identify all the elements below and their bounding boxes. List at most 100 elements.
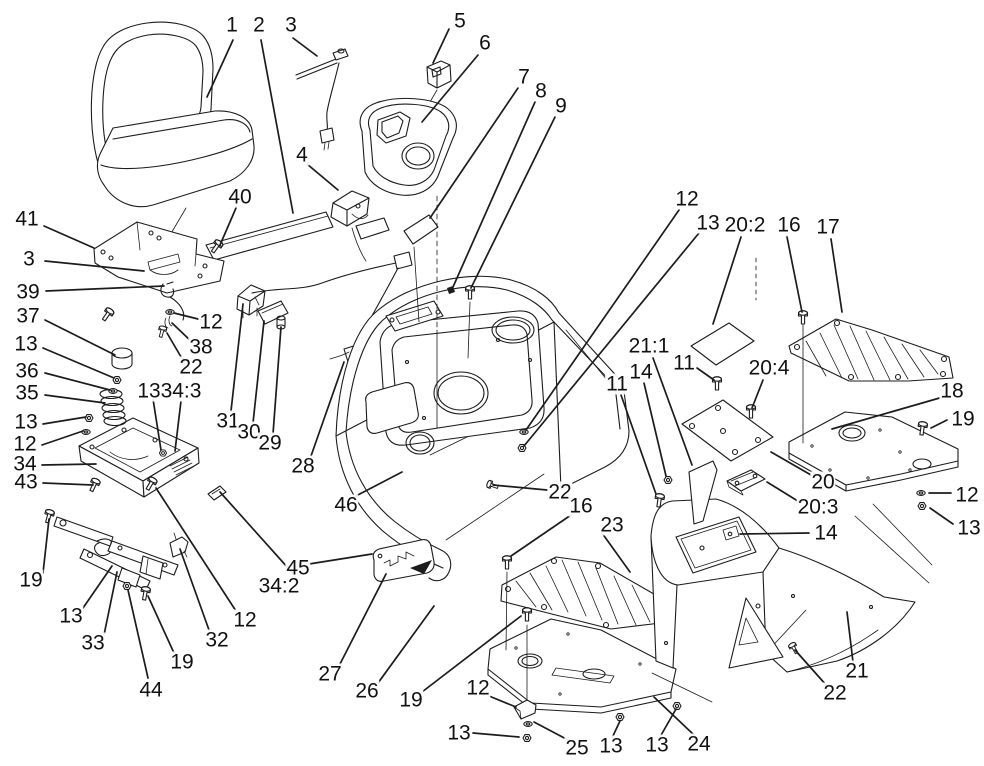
- part-fender-main: [335, 195, 630, 582]
- leader-line-8: [452, 101, 536, 288]
- part-cover-plate: [681, 399, 774, 462]
- leader-line-12: [173, 312, 203, 321]
- leader-line-26: [377, 605, 435, 684]
- part-hinge-plate: [372, 539, 435, 582]
- callout-13: 13: [446, 721, 472, 745]
- leader-line-20-3: [766, 481, 802, 504]
- callout-29: 29: [257, 431, 283, 455]
- leader-line-46: [353, 471, 403, 498]
- part-sticker-pad: [690, 257, 757, 366]
- callout-13: 13: [644, 733, 670, 757]
- callout-31: 31: [215, 409, 241, 433]
- part-clip: [207, 485, 227, 501]
- leader-line-20: [770, 451, 812, 476]
- console-sticker: [403, 214, 439, 245]
- callout-33: 33: [80, 631, 106, 655]
- leader-line-13: [472, 732, 520, 738]
- callout-20-3: 20:3: [796, 495, 840, 519]
- leader-line-16: [510, 514, 572, 557]
- leader-line-41: [43, 225, 95, 249]
- callout-12: 12: [954, 483, 980, 507]
- callout-9: 9: [554, 94, 568, 118]
- callout-18: 18: [939, 379, 965, 403]
- part-floor-plate-right: [788, 324, 959, 492]
- callout-23: 23: [599, 513, 625, 537]
- callout-34: 34: [12, 452, 38, 476]
- callout-13: 13: [13, 332, 39, 356]
- leader-line-34-2: [219, 491, 298, 579]
- leader-line-5: [432, 28, 450, 64]
- callout-20: 20: [810, 470, 836, 494]
- part-angle-bracket: [513, 699, 537, 720]
- callout-34-3: 34:3: [159, 379, 203, 403]
- callout-16: 16: [568, 494, 594, 518]
- leader-line-23: [601, 532, 631, 573]
- leader-line-2: [260, 39, 294, 214]
- leader-line-13: [42, 416, 87, 425]
- callout-30: 30: [236, 420, 262, 444]
- leader-line-12: [525, 209, 680, 431]
- leader-line-19: [42, 518, 50, 574]
- leader-line-18: [831, 396, 944, 430]
- leader-line-13: [152, 398, 162, 451]
- callout-39: 39: [15, 280, 41, 304]
- leader-line-13: [42, 347, 115, 379]
- leader-line-12: [488, 695, 517, 708]
- callout-38: 38: [188, 335, 214, 359]
- callout-41: 41: [14, 207, 40, 231]
- callout-22: 22: [547, 480, 573, 504]
- leader-line-21-1: [652, 357, 693, 466]
- leader-line-1: [206, 39, 234, 98]
- callout-8: 8: [534, 79, 548, 103]
- callout-2: 2: [252, 13, 266, 37]
- leader-line-19: [930, 419, 948, 429]
- part-hinge-cover-panel: [205, 211, 334, 261]
- callout-37: 37: [15, 304, 41, 328]
- callout-36: 36: [14, 359, 40, 383]
- callout-46: 46: [333, 493, 359, 517]
- part-small-bracket: [726, 469, 766, 496]
- callout-16: 16: [776, 213, 802, 237]
- leader-line-39: [45, 285, 165, 292]
- leader-line-31: [230, 303, 244, 412]
- callout-13: 13: [136, 379, 162, 403]
- leader-line-34-3: [174, 400, 182, 452]
- callout-13: 13: [58, 604, 84, 628]
- callout-35: 35: [14, 381, 40, 405]
- leader-line-14: [643, 382, 667, 477]
- callout-13: 13: [956, 516, 982, 540]
- part-side-strip: [688, 460, 718, 525]
- callout-12: 12: [465, 676, 491, 700]
- leader-line-13: [523, 232, 700, 447]
- leader-line-27: [339, 573, 387, 665]
- leader-line-19: [147, 595, 175, 654]
- leader-line-45: [308, 553, 373, 565]
- leader-line-6: [421, 54, 479, 123]
- callout-19: 19: [398, 688, 424, 712]
- callout-14: 14: [813, 521, 839, 545]
- leader-line-13: [82, 565, 113, 609]
- leader-line-19: [421, 615, 522, 693]
- leader-line-20-4: [751, 379, 764, 409]
- part-suspension-plate: [78, 347, 200, 498]
- callout-40: 40: [227, 185, 253, 209]
- part-latch-upper: [330, 190, 390, 262]
- callout-19: 19: [169, 650, 195, 674]
- leader-line-29: [272, 326, 282, 435]
- callout-19: 19: [950, 407, 976, 431]
- callout-1: 1: [225, 13, 239, 37]
- leader-line-9: [470, 116, 556, 289]
- callout-12: 12: [12, 432, 38, 456]
- part-seat: [90, 21, 255, 248]
- leader-line-16: [786, 236, 803, 313]
- callout-22: 22: [822, 681, 848, 705]
- callout-34-2: 34:2: [257, 574, 301, 598]
- part-adjuster-rod: [295, 48, 349, 151]
- leader-line-36: [44, 372, 111, 391]
- callout-12: 12: [232, 608, 258, 632]
- leader-line-43: [42, 482, 94, 486]
